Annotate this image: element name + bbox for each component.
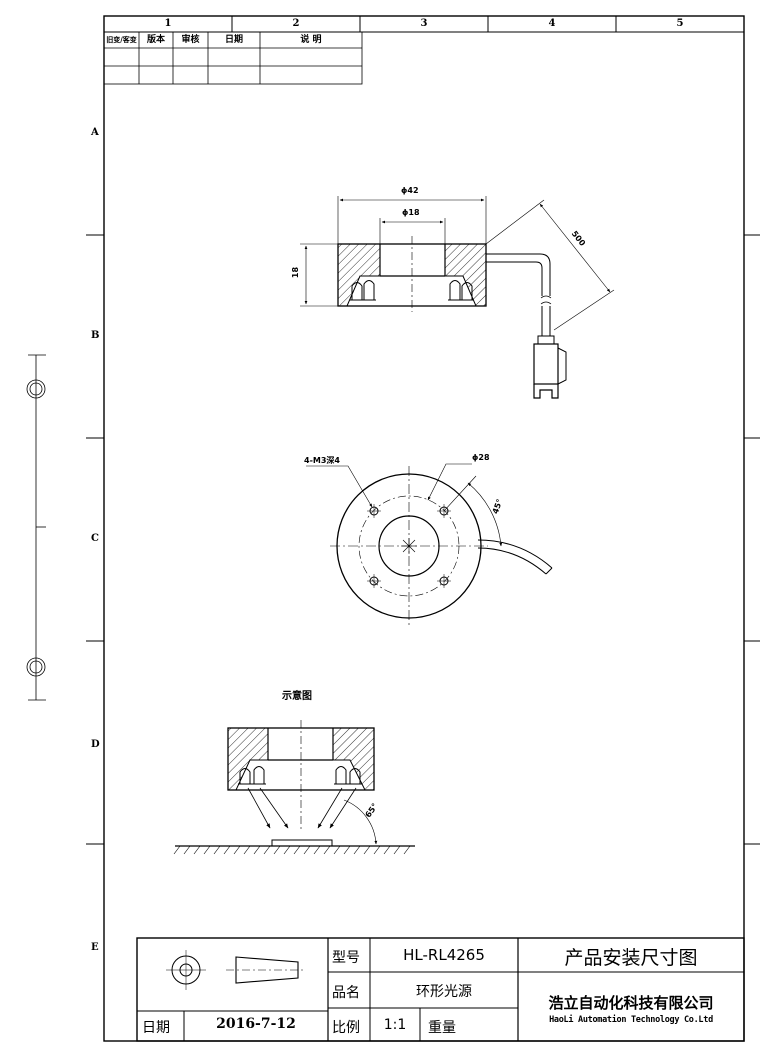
document-title: 产品安装尺寸图 [564, 947, 698, 969]
binding-margin [26, 354, 46, 701]
revision-table-grid [103, 31, 363, 85]
revision-header-review: 审核 [181, 35, 200, 45]
revision-header-notes: 说 明 [300, 35, 322, 45]
title-block-grid [136, 937, 745, 1042]
column-label-3: 3 [420, 18, 428, 29]
scale-value: 1:1 [383, 1017, 407, 1033]
company-name-cn: 浩立自动化科技有限公司 [548, 994, 714, 1012]
name-value: 环形光源 [416, 984, 472, 1000]
row-label-e: E [91, 942, 99, 953]
company-name-en: HaoLi Automation Technology Co.Ltd [549, 1015, 713, 1025]
top-view [306, 463, 553, 626]
revision-header-change: 旧变/客变 [106, 35, 137, 44]
sheet-border [86, 15, 760, 1042]
schematic-view [173, 720, 415, 855]
revision-header-date: 日期 [224, 35, 243, 45]
name-label: 品名 [332, 985, 360, 1001]
projection-symbol [166, 950, 306, 990]
date-value: 2016-7-12 [216, 1016, 296, 1032]
dim-hole-circle: ϕ28 [472, 453, 490, 462]
dim-inner-diameter: ϕ18 [402, 208, 420, 217]
dim-height: 18 [291, 266, 301, 279]
row-label-b: B [91, 330, 100, 341]
dim-hole-spec: 4-M3深4 [304, 456, 340, 465]
row-label-a: A [91, 127, 99, 138]
scale-label: 比例 [332, 1020, 360, 1036]
column-label-5: 5 [676, 18, 684, 29]
row-label-d: D [91, 739, 100, 750]
row-label-c: C [91, 533, 99, 544]
date-label: 日期 [142, 1020, 170, 1036]
revision-header-version: 版本 [146, 35, 165, 45]
column-label-4: 4 [548, 18, 556, 29]
side-section-view [300, 196, 615, 399]
weight-label: 重量 [428, 1020, 456, 1036]
model-value: HL-RL4265 [403, 946, 485, 964]
dim-outer-diameter: ϕ42 [401, 186, 419, 195]
column-label-1: 1 [164, 18, 172, 29]
model-label: 型号 [332, 950, 360, 966]
column-label-2: 2 [292, 18, 300, 29]
schematic-title: 示意图 [282, 691, 312, 702]
